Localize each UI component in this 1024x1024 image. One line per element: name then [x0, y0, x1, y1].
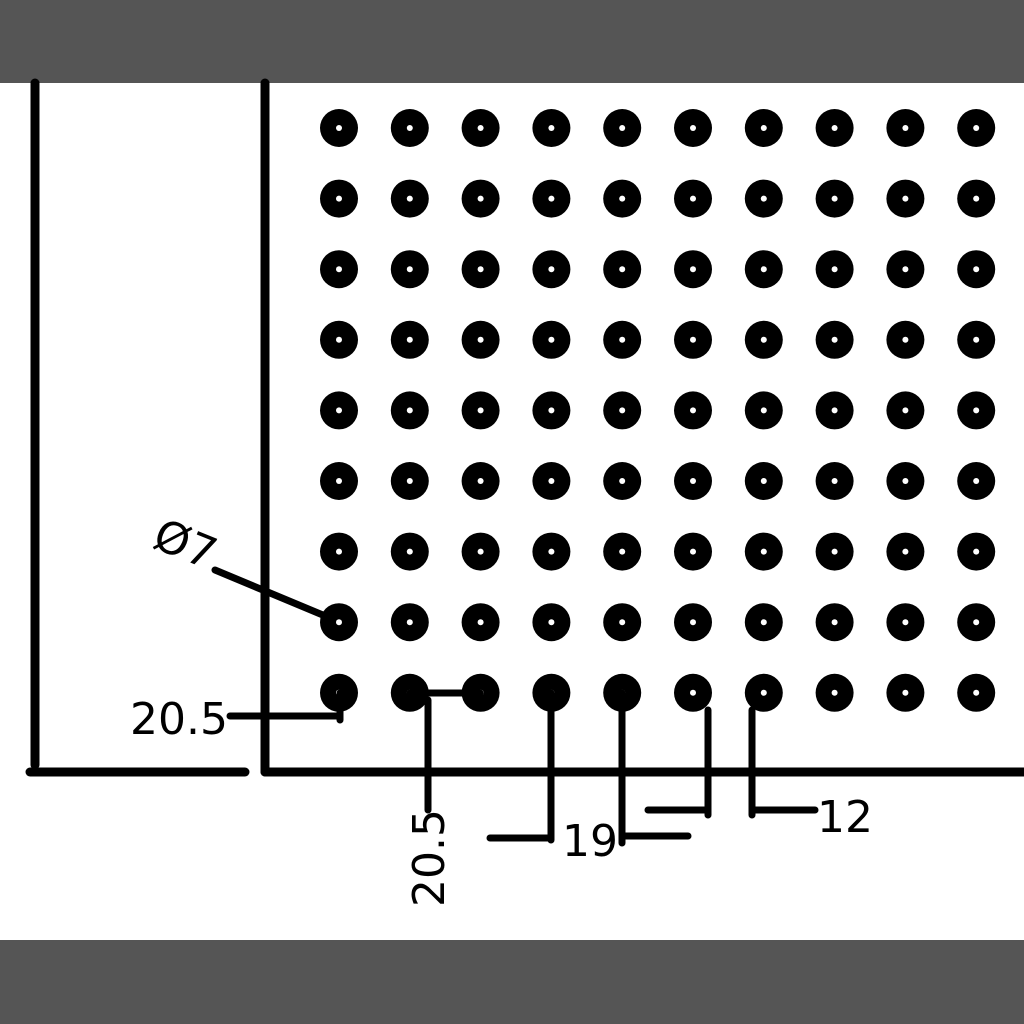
hole-center-mark	[336, 548, 342, 555]
hole-center-mark	[760, 689, 767, 696]
hole-center-mark	[548, 266, 555, 273]
hole-center-mark	[406, 478, 413, 484]
hole-center-mark	[548, 125, 555, 131]
top-frame-bar	[0, 0, 1024, 83]
hole-center-mark	[902, 619, 909, 626]
hole-center-mark	[902, 266, 909, 273]
hole-center-mark	[760, 195, 767, 202]
hole-center-mark	[477, 336, 484, 343]
hole-center-mark	[760, 478, 767, 484]
hole-center-mark	[902, 407, 909, 414]
hole-center-mark	[973, 125, 980, 131]
hole-center-mark	[902, 478, 909, 484]
hole-center-mark	[619, 619, 626, 626]
hole-center-mark	[336, 195, 342, 202]
hole-center-mark	[477, 125, 484, 131]
gap-label: 12	[817, 792, 873, 843]
hole-center-mark	[831, 336, 838, 343]
hole-center-mark	[760, 407, 767, 414]
hole-center-mark	[477, 407, 484, 414]
hole-center-mark	[973, 548, 980, 555]
hole-center-mark	[973, 266, 980, 273]
hole-center-mark	[690, 619, 696, 626]
hole-center-mark	[619, 336, 626, 343]
hole-center-mark	[548, 619, 555, 626]
hole-center-mark	[831, 548, 838, 555]
hole-center-mark	[619, 407, 626, 414]
hole-center-mark	[619, 548, 626, 555]
hole-center-mark	[477, 478, 484, 484]
hole-center-mark	[619, 266, 626, 273]
hole-center-mark	[690, 336, 696, 343]
hole-center-mark	[477, 619, 484, 626]
hole-center-mark	[548, 548, 555, 555]
hole-center-mark	[336, 336, 342, 343]
left-offset-label: 20.5	[130, 694, 228, 745]
hole-center-mark	[690, 195, 696, 202]
pitch-label: 19	[562, 816, 618, 867]
hole-center-mark	[548, 407, 555, 414]
hole-center-mark	[548, 336, 555, 343]
hole-center-mark	[406, 195, 413, 202]
hole-center-mark	[760, 266, 767, 273]
hole-center-mark	[760, 619, 767, 626]
hole-center-mark	[690, 689, 696, 696]
hole-center-mark	[831, 125, 838, 131]
hole-center-mark	[973, 619, 980, 626]
hole-center-mark	[973, 336, 980, 343]
hole-center-mark	[336, 407, 342, 414]
hole-center-mark	[336, 125, 342, 131]
hole-center-mark	[406, 619, 413, 626]
dimension-lines	[211, 566, 819, 847]
hole-center-mark	[619, 125, 626, 131]
bottom-offset-label: 20.5	[404, 809, 455, 907]
hole-center-mark	[406, 407, 413, 414]
hole-center-mark	[690, 407, 696, 414]
hole-center-mark	[902, 195, 909, 202]
hole-center-mark	[336, 478, 342, 484]
hole-center-mark	[477, 548, 484, 555]
hole-center-mark	[690, 478, 696, 484]
hole-center-mark	[831, 689, 838, 696]
hole-center-mark	[831, 478, 838, 484]
hole-center-mark	[973, 478, 980, 484]
hole-center-mark	[760, 125, 767, 131]
hole-center-mark	[973, 407, 980, 414]
hole-center-mark	[902, 548, 909, 555]
hole-center-mark	[831, 266, 838, 273]
hole-center-mark	[831, 619, 838, 626]
hole-center-mark	[902, 689, 909, 696]
hole-center-mark	[831, 195, 838, 202]
hole-center-mark	[336, 266, 342, 273]
hole-center-mark	[690, 266, 696, 273]
hole-center-mark	[760, 548, 767, 555]
hole-center-mark	[406, 125, 413, 131]
hole-center-mark	[973, 689, 980, 696]
hole-center-mark	[831, 407, 838, 414]
hole-center-mark	[477, 266, 484, 273]
hole-center-mark	[406, 336, 413, 343]
hole-center-mark	[477, 195, 484, 202]
hole-center-mark	[690, 125, 696, 131]
hole-center-mark	[973, 195, 980, 202]
hole-center-mark	[548, 478, 555, 484]
diameter-leader	[211, 566, 334, 622]
hole-center-mark	[619, 195, 626, 202]
hole-center-mark	[760, 336, 767, 343]
bottom-frame-bar	[0, 940, 1024, 1024]
hole-center-mark	[548, 195, 555, 202]
hole-center-mark	[406, 266, 413, 273]
outline-lines	[25, 78, 1024, 777]
hole-center-mark	[336, 619, 342, 626]
hole-center-mark	[690, 548, 696, 555]
hole-center-mark	[619, 478, 626, 484]
hole-center-mark	[902, 336, 909, 343]
hole-center-mark	[902, 125, 909, 131]
hole-grid	[320, 109, 996, 712]
hole-center-mark	[406, 548, 413, 555]
